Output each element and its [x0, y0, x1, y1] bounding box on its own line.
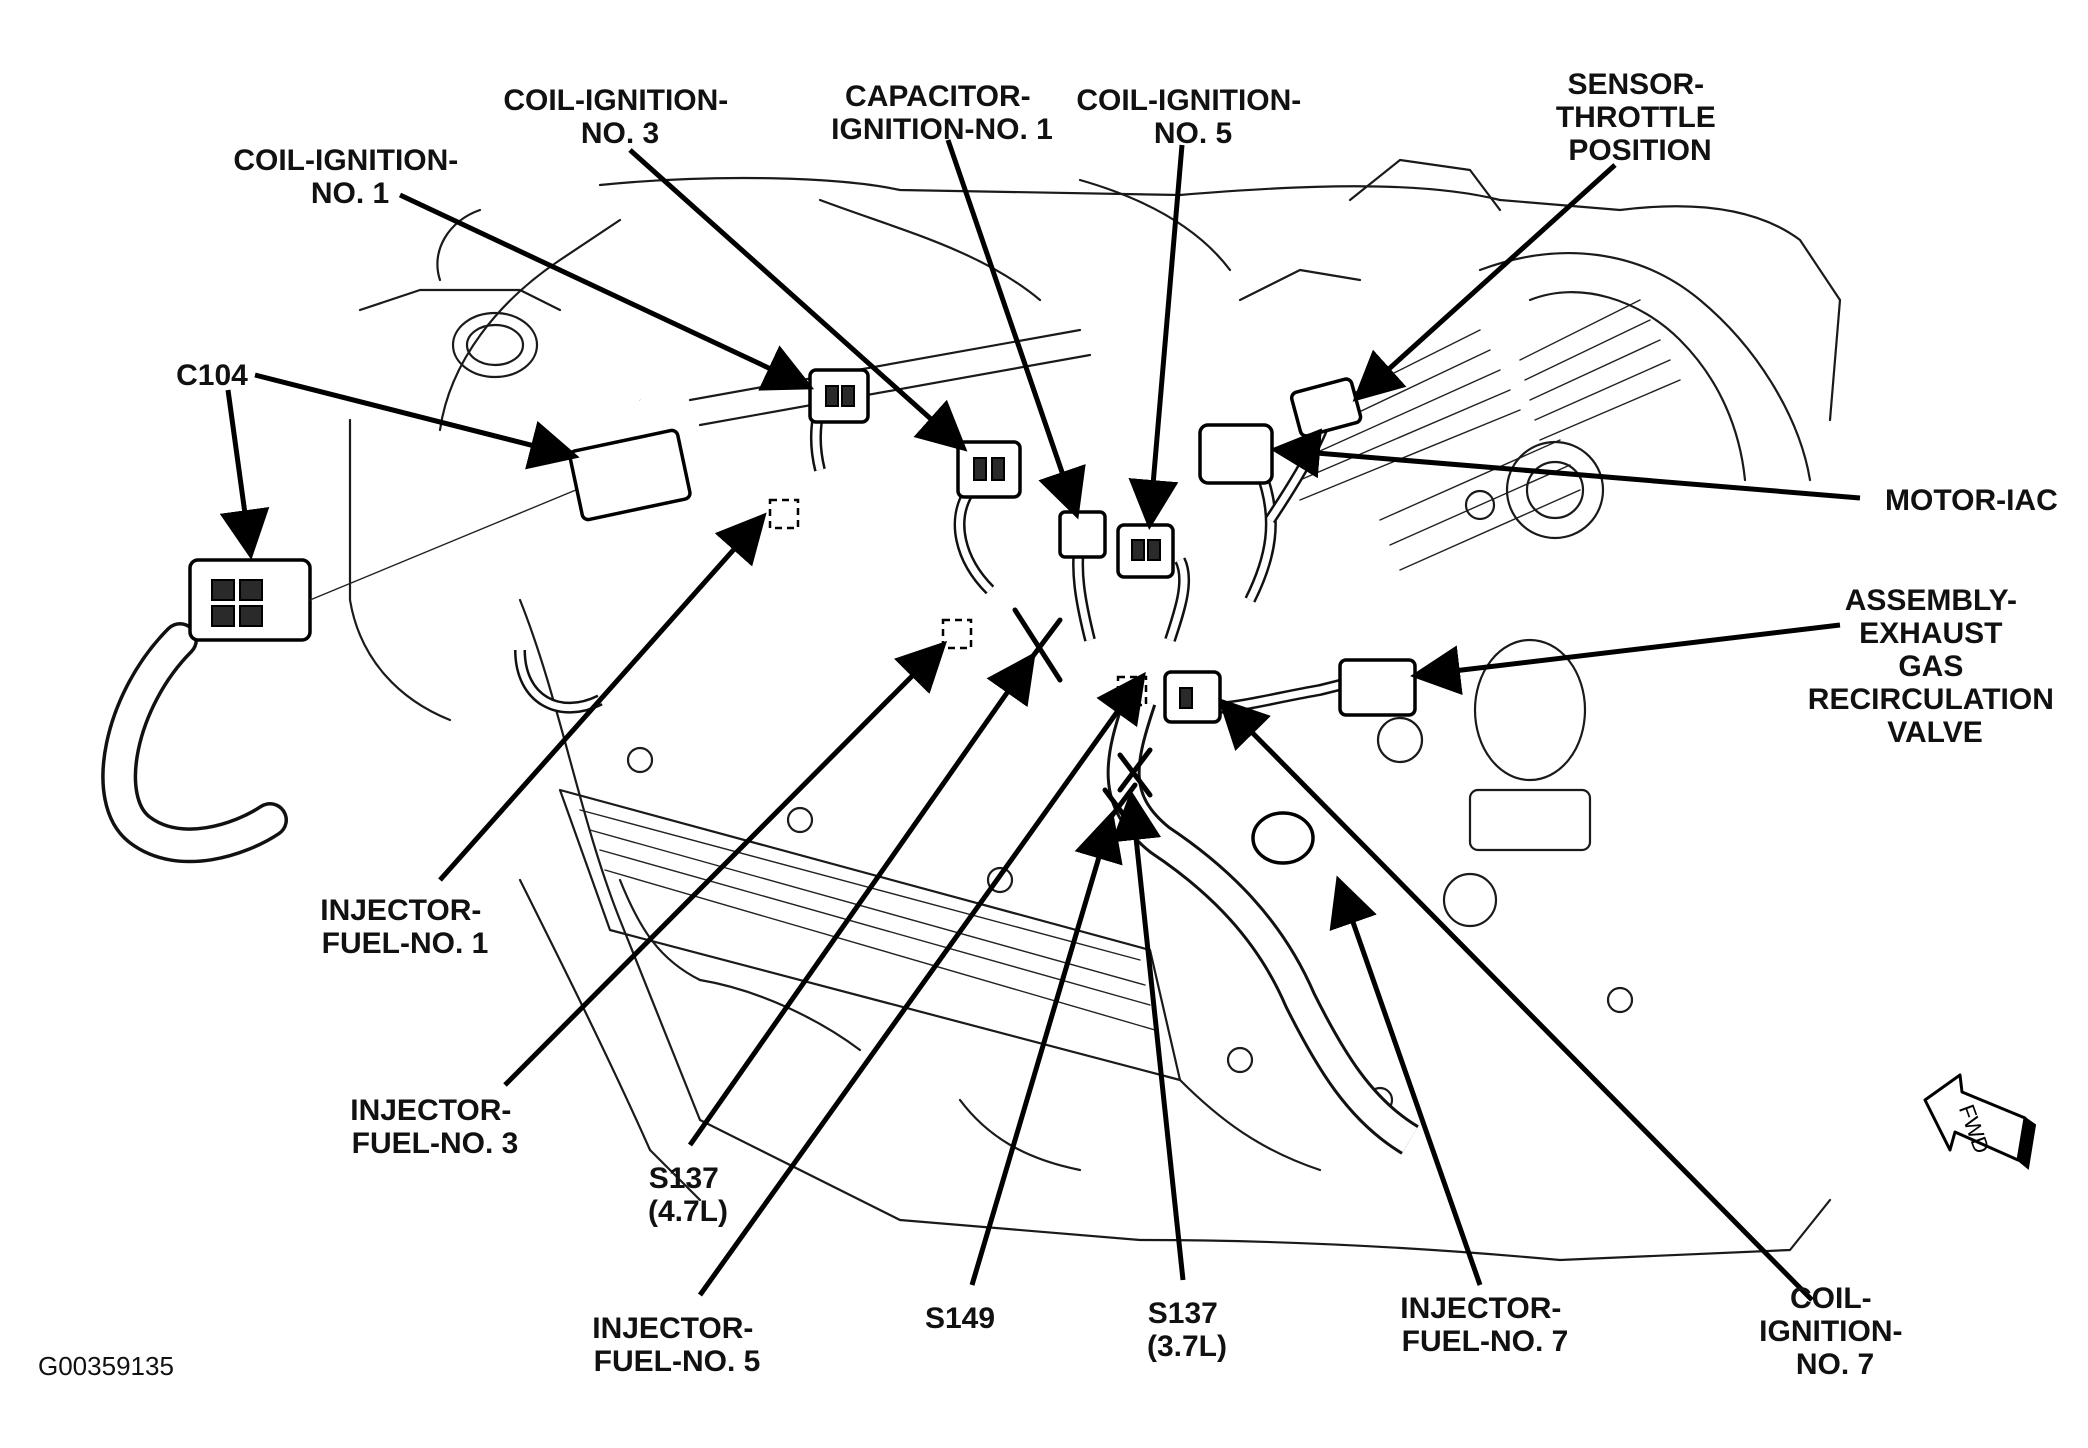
forward-direction-arrow-icon: FWD	[1923, 1073, 2037, 1170]
leader-tps	[1352, 163, 1617, 402]
label-coil-ignition-no5: COIL-IGNITION- NO. 5	[1076, 84, 1309, 150]
figure-code: G00359135	[38, 1351, 174, 1381]
leader-c104-pigtail	[219, 389, 270, 560]
c104-pigtail	[101, 479, 601, 864]
leader-arrows	[219, 139, 1861, 1302]
label-injector-fuel-no3: INJECTOR- FUEL-NO. 3	[350, 1094, 519, 1160]
label-assembly-egr-valve: ASSEMBLY- EXHAUST GAS RECIRCULATION VALV…	[1808, 584, 2062, 749]
leader-s137-47l	[687, 651, 1036, 1147]
leader-c104-body	[254, 372, 580, 470]
leader-motor-iac	[1270, 428, 1861, 501]
leader-s149	[969, 810, 1123, 1286]
leader-s137-37l	[1111, 790, 1186, 1281]
label-coil-ignition-no7: COIL- IGNITION- NO. 7	[1759, 1282, 1911, 1381]
label-s149: S149	[925, 1302, 995, 1335]
leader-coil-5	[1128, 144, 1185, 530]
label-s137-47l: S137 (4.7L)	[648, 1162, 728, 1228]
leader-coil-3	[628, 148, 968, 452]
label-injector-fuel-no7: INJECTOR- FUEL-NO. 7	[1400, 1292, 1569, 1358]
label-injector-fuel-no1: INJECTOR- FUEL-NO. 1	[320, 894, 489, 960]
leader-injector-5	[697, 671, 1146, 1297]
leader-injector-7	[1329, 875, 1483, 1286]
leader-egr	[1410, 622, 1841, 696]
label-coil-ignition-no1: COIL-IGNITION- NO. 1	[233, 144, 466, 210]
leader-coil-7	[1217, 697, 1814, 1302]
label-c104: C104	[176, 359, 248, 392]
engine-outline-art	[348, 158, 1842, 1262]
label-capacitor-ignition-no1: CAPACITOR- IGNITION-NO. 1	[831, 80, 1053, 146]
label-sensor-throttle-position: SENSOR- THROTTLE POSITION	[1556, 68, 1724, 167]
leader-coil-1	[398, 192, 815, 391]
label-s137-37l: S137 (3.7L)	[1147, 1297, 1227, 1363]
leader-capacitor	[945, 139, 1086, 520]
callout-labels: COIL-IGNITION- NO. 1 COIL-IGNITION- NO. …	[38, 68, 2062, 1381]
label-coil-ignition-no3: COIL-IGNITION- NO. 3	[503, 84, 736, 150]
label-motor-iac: MOTOR-IAC	[1885, 484, 2058, 517]
label-injector-fuel-no5: INJECTOR- FUEL-NO. 5	[592, 1312, 761, 1378]
connectors	[568, 368, 1417, 865]
leader-injector-3	[503, 640, 948, 1087]
leader-injector-1	[438, 512, 767, 882]
